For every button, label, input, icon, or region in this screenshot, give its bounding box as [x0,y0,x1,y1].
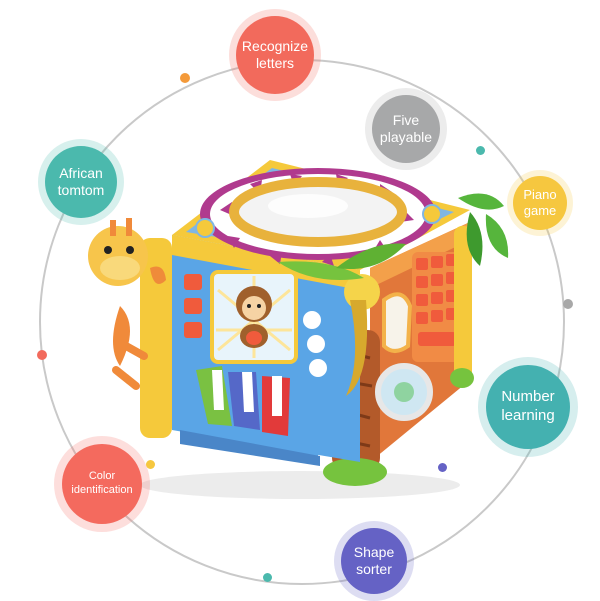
orbit-dot [180,73,190,83]
orbit-dot [37,350,47,360]
orbit-dot [438,463,447,472]
feature-label: African tomtom [57,164,105,199]
feature-bubble-african-tomtom: African tomtom [45,146,117,218]
feature-bubble-color-identification: Color identification [62,444,142,524]
feature-bubble-five-playable: Five playable [372,95,440,163]
feature-label: Five playable [379,111,433,146]
orbit-dot [476,146,485,155]
feature-bubble-shape-sorter: Shape sorter [341,528,407,594]
orbit-dot [146,460,155,469]
feature-label: Color identification [71,470,133,496]
feature-label: Piano game [523,186,557,218]
feature-label: Recognize letters [241,37,309,72]
activity-cube [88,160,509,499]
feature-label: Shape sorter [353,543,395,578]
feature-bubble-piano-game: Piano game [513,176,567,230]
feature-bubble-recognize-letters: Recognize letters [236,16,314,94]
feature-bubble-number-learning: Number learning [486,365,570,449]
feature-label: Number learning [501,388,555,424]
orbit-dot [563,299,573,309]
orbit-dot [263,573,272,582]
